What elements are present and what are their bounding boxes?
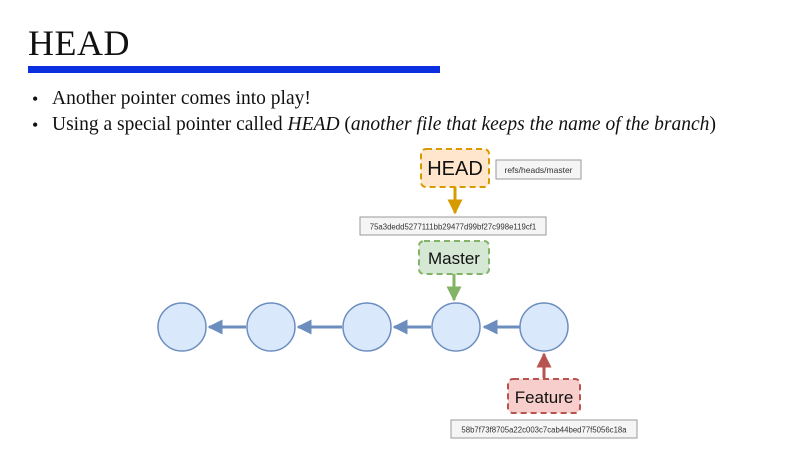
bullet-text-middle: (: [339, 114, 351, 135]
master-hash-text: 75a3dedd5277111bb29477d99bf27c998e119cf1: [370, 223, 537, 232]
master-branch-box: [418, 240, 490, 275]
feature-branch-box: [507, 378, 581, 414]
bullet-text-emphasis: HEAD: [287, 114, 340, 135]
bullet-item: Using a special pointer called HEAD (ano…: [30, 112, 800, 138]
bullet-item: Another pointer comes into play!: [30, 86, 800, 112]
bullet-text: Another pointer comes into play!: [52, 88, 311, 109]
feature-branch-label: Feature: [515, 388, 574, 407]
slide-title: HEAD: [28, 23, 130, 63]
master-hash-box: [359, 216, 547, 236]
master-branch-label: Master: [428, 249, 480, 268]
bullet-text-prefix: Using a special pointer called: [52, 114, 288, 135]
bullet-text-suffix: ): [709, 114, 716, 135]
head-pointer-label: HEAD: [427, 158, 483, 180]
commit-node: [519, 302, 569, 352]
commit-node: [157, 302, 207, 352]
feature-hash-box: [450, 419, 638, 439]
title-underline: [28, 66, 440, 73]
feature-hash-text: 58b7f73f8705a22c003c7cab44bed77f5056c18a: [461, 426, 627, 435]
head-ref-box: [495, 159, 582, 180]
commit-node: [342, 302, 392, 352]
bullet-text-note: another file that keeps the name of the …: [350, 114, 710, 135]
head-ref-text: refs/heads/master: [504, 165, 572, 175]
commit-node: [431, 302, 481, 352]
commit-node: [246, 302, 296, 352]
bullet-list: Another pointer comes into play! Using a…: [30, 86, 800, 138]
